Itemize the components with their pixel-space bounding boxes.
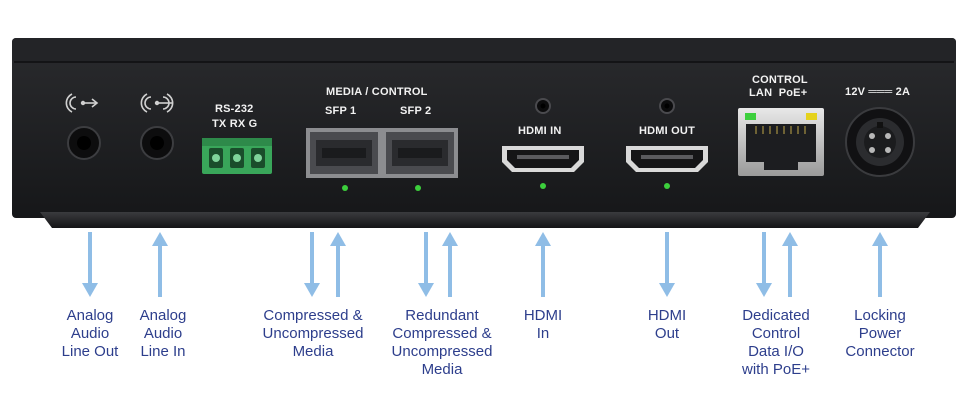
- chassis-base-foot: [40, 212, 930, 228]
- callout-arrow-up: [535, 232, 551, 297]
- audio-out-port: [65, 93, 101, 160]
- callout-arrow-up: [442, 232, 458, 297]
- callout-arrow-down: [418, 232, 434, 297]
- power-connector: [845, 107, 915, 177]
- callout-arrow-down: [304, 232, 320, 297]
- callout-arrow-down: [756, 232, 772, 297]
- callout-arrow-up: [330, 232, 346, 297]
- audio-in-port: [140, 93, 174, 160]
- lan-poe-port: [738, 108, 824, 176]
- lan-poe-label: LAN PoE+: [749, 87, 808, 99]
- audio-out-icon: [65, 93, 99, 113]
- power-rating-label: 12V ═══ 2A: [845, 86, 911, 98]
- hdmi-in-port: [502, 98, 584, 189]
- arrow-layer: [82, 232, 888, 297]
- rs232-terminal-block: [202, 138, 272, 174]
- sfp-2-port: [382, 128, 458, 191]
- sfp-1-label: SFP 1: [325, 105, 357, 117]
- audio-in-icon: [140, 93, 174, 113]
- hdmi-out-port: [626, 98, 708, 189]
- callout-arrow-up: [782, 232, 798, 297]
- control-label: CONTROL: [752, 74, 808, 86]
- rs232-pins-label: TX RX G: [212, 118, 258, 130]
- callout-arrow-down: [659, 232, 675, 297]
- lan-led-green: [745, 113, 756, 120]
- chassis-top-edge: [12, 38, 956, 62]
- hdmi-in-led: [540, 183, 546, 189]
- sfp-1-port: [306, 128, 382, 191]
- callout-arrow-down: [82, 232, 98, 297]
- callout-arrow-up: [152, 232, 168, 297]
- hdmi-in-label: HDMI IN: [518, 125, 562, 137]
- hdmi-out-led: [664, 183, 670, 189]
- sfp-2-led: [415, 185, 421, 191]
- sfp-1-led: [342, 185, 348, 191]
- media-control-label: MEDIA / CONTROL: [326, 86, 428, 98]
- rs232-label: RS-232: [215, 103, 254, 115]
- lan-led-yellow: [806, 113, 817, 120]
- callout-arrow-up: [872, 232, 888, 297]
- sfp-2-label: SFP 2: [400, 105, 432, 117]
- hdmi-out-label: HDMI OUT: [639, 125, 695, 137]
